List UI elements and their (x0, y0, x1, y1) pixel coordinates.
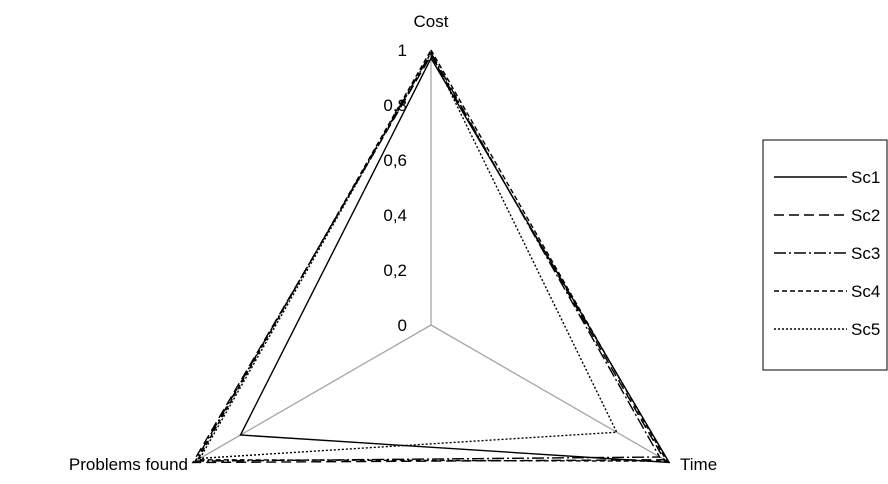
axis-label-cost: Cost (414, 12, 449, 31)
legend-label-sc3: Sc3 (851, 244, 880, 263)
legend-label-sc2: Sc2 (851, 206, 880, 225)
ticks-layer: 0 0,2 0,4 0,6 0,8 1 (383, 41, 407, 335)
radial-tick-label: 0 (398, 316, 407, 335)
axis-label-problems-found: Problems found (69, 455, 188, 474)
radial-tick-label: 0,8 (383, 96, 407, 115)
series-layer (191, 48, 671, 464)
series-line-sc5 (198, 51, 618, 460)
series-line-sc3 (194, 51, 661, 462)
radial-tick-label: 0,2 (383, 261, 407, 280)
axis-spoke-problems-found (192, 324, 432, 464)
axis-spoke-time (430, 324, 670, 464)
radial-tick-label: 0,6 (383, 151, 407, 170)
series-line-sc2 (191, 54, 666, 464)
legend-label-sc4: Sc4 (851, 282, 880, 301)
series-line-sc1 (239, 56, 671, 464)
axis-label-time: Time (680, 455, 717, 474)
radial-tick-label: 1 (398, 41, 407, 60)
legend-label-sc5: Sc5 (851, 320, 880, 339)
legend-label-sc1: Sc1 (851, 168, 880, 187)
series-line-sc4 (196, 48, 668, 462)
legend-box (762, 139, 888, 371)
radial-tick-label: 0,4 (383, 206, 407, 225)
